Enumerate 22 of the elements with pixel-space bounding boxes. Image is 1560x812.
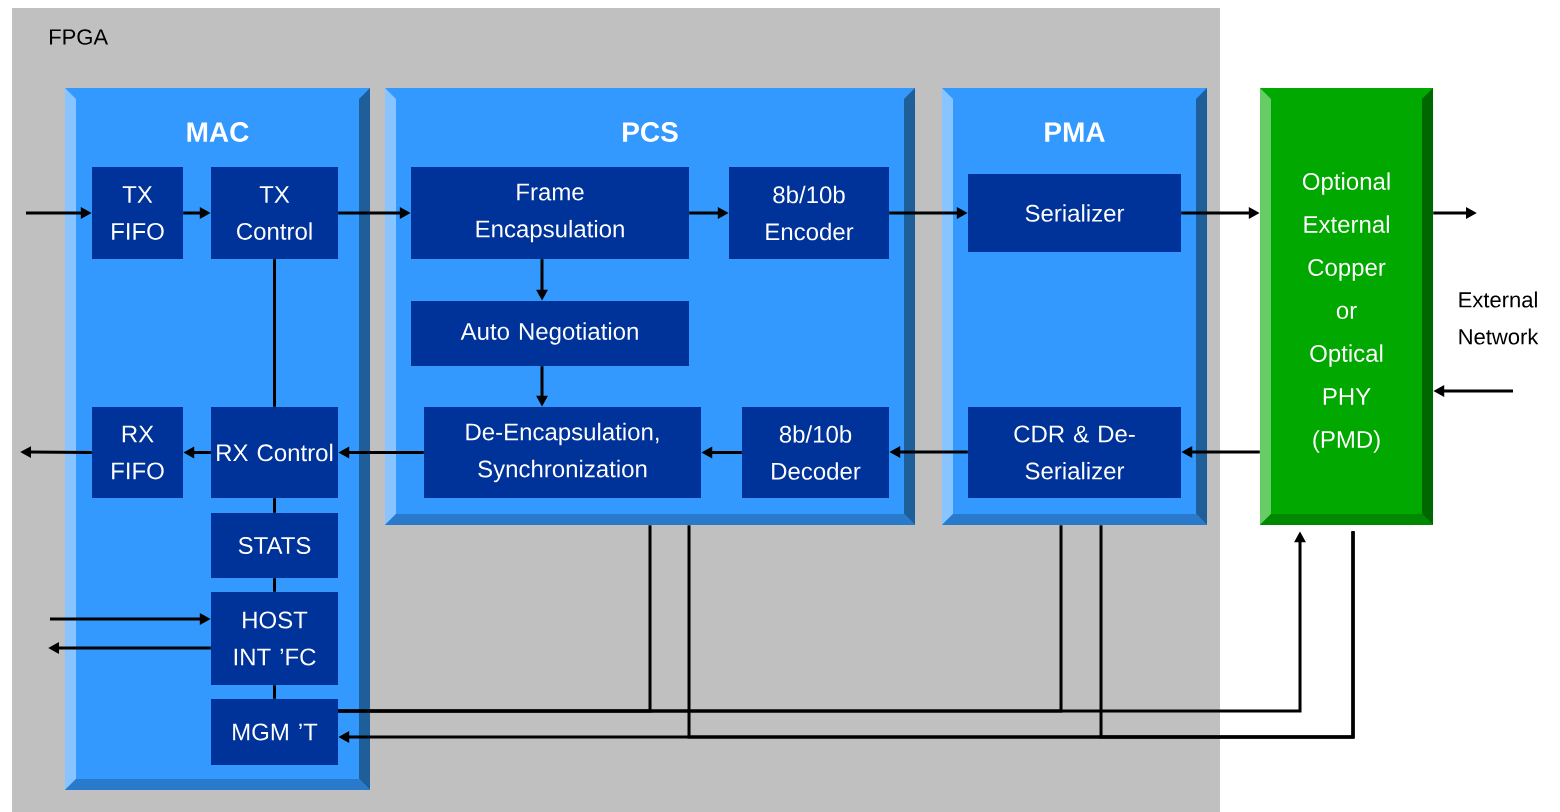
function-box: CDR & De-Serializer: [968, 407, 1181, 498]
side-label: External Network: [1459, 291, 1539, 345]
connector-line: [273, 685, 276, 699]
phy-box: Optional External Copper or Optical PHY (PMD): [1260, 88, 1433, 525]
function-box: Frame Encapsulation: [411, 167, 689, 259]
function-box: TX Control: [211, 167, 338, 259]
function-box: HOST INT ’FC: [211, 592, 338, 685]
function-box: TX FIFO: [92, 167, 183, 259]
function-box: Serializer: [968, 174, 1181, 252]
connector-line: [273, 259, 276, 407]
function-box: STATS: [211, 513, 338, 578]
function-box: RX FIFO: [92, 407, 183, 498]
function-box: MGM ’T: [211, 699, 338, 765]
function-box: 8b/10b Decoder: [742, 407, 889, 498]
connector-line: [1099, 525, 1355, 739]
connector-line: [273, 578, 276, 592]
function-box: De-Encapsulation, Synchronization: [424, 407, 701, 498]
function-box: Auto Negotiation: [411, 301, 689, 366]
connector-line: [338, 525, 1063, 713]
function-box: RX Control: [211, 407, 338, 498]
function-box: 8b/10b Encoder: [729, 167, 889, 259]
connector-line: [273, 498, 276, 513]
